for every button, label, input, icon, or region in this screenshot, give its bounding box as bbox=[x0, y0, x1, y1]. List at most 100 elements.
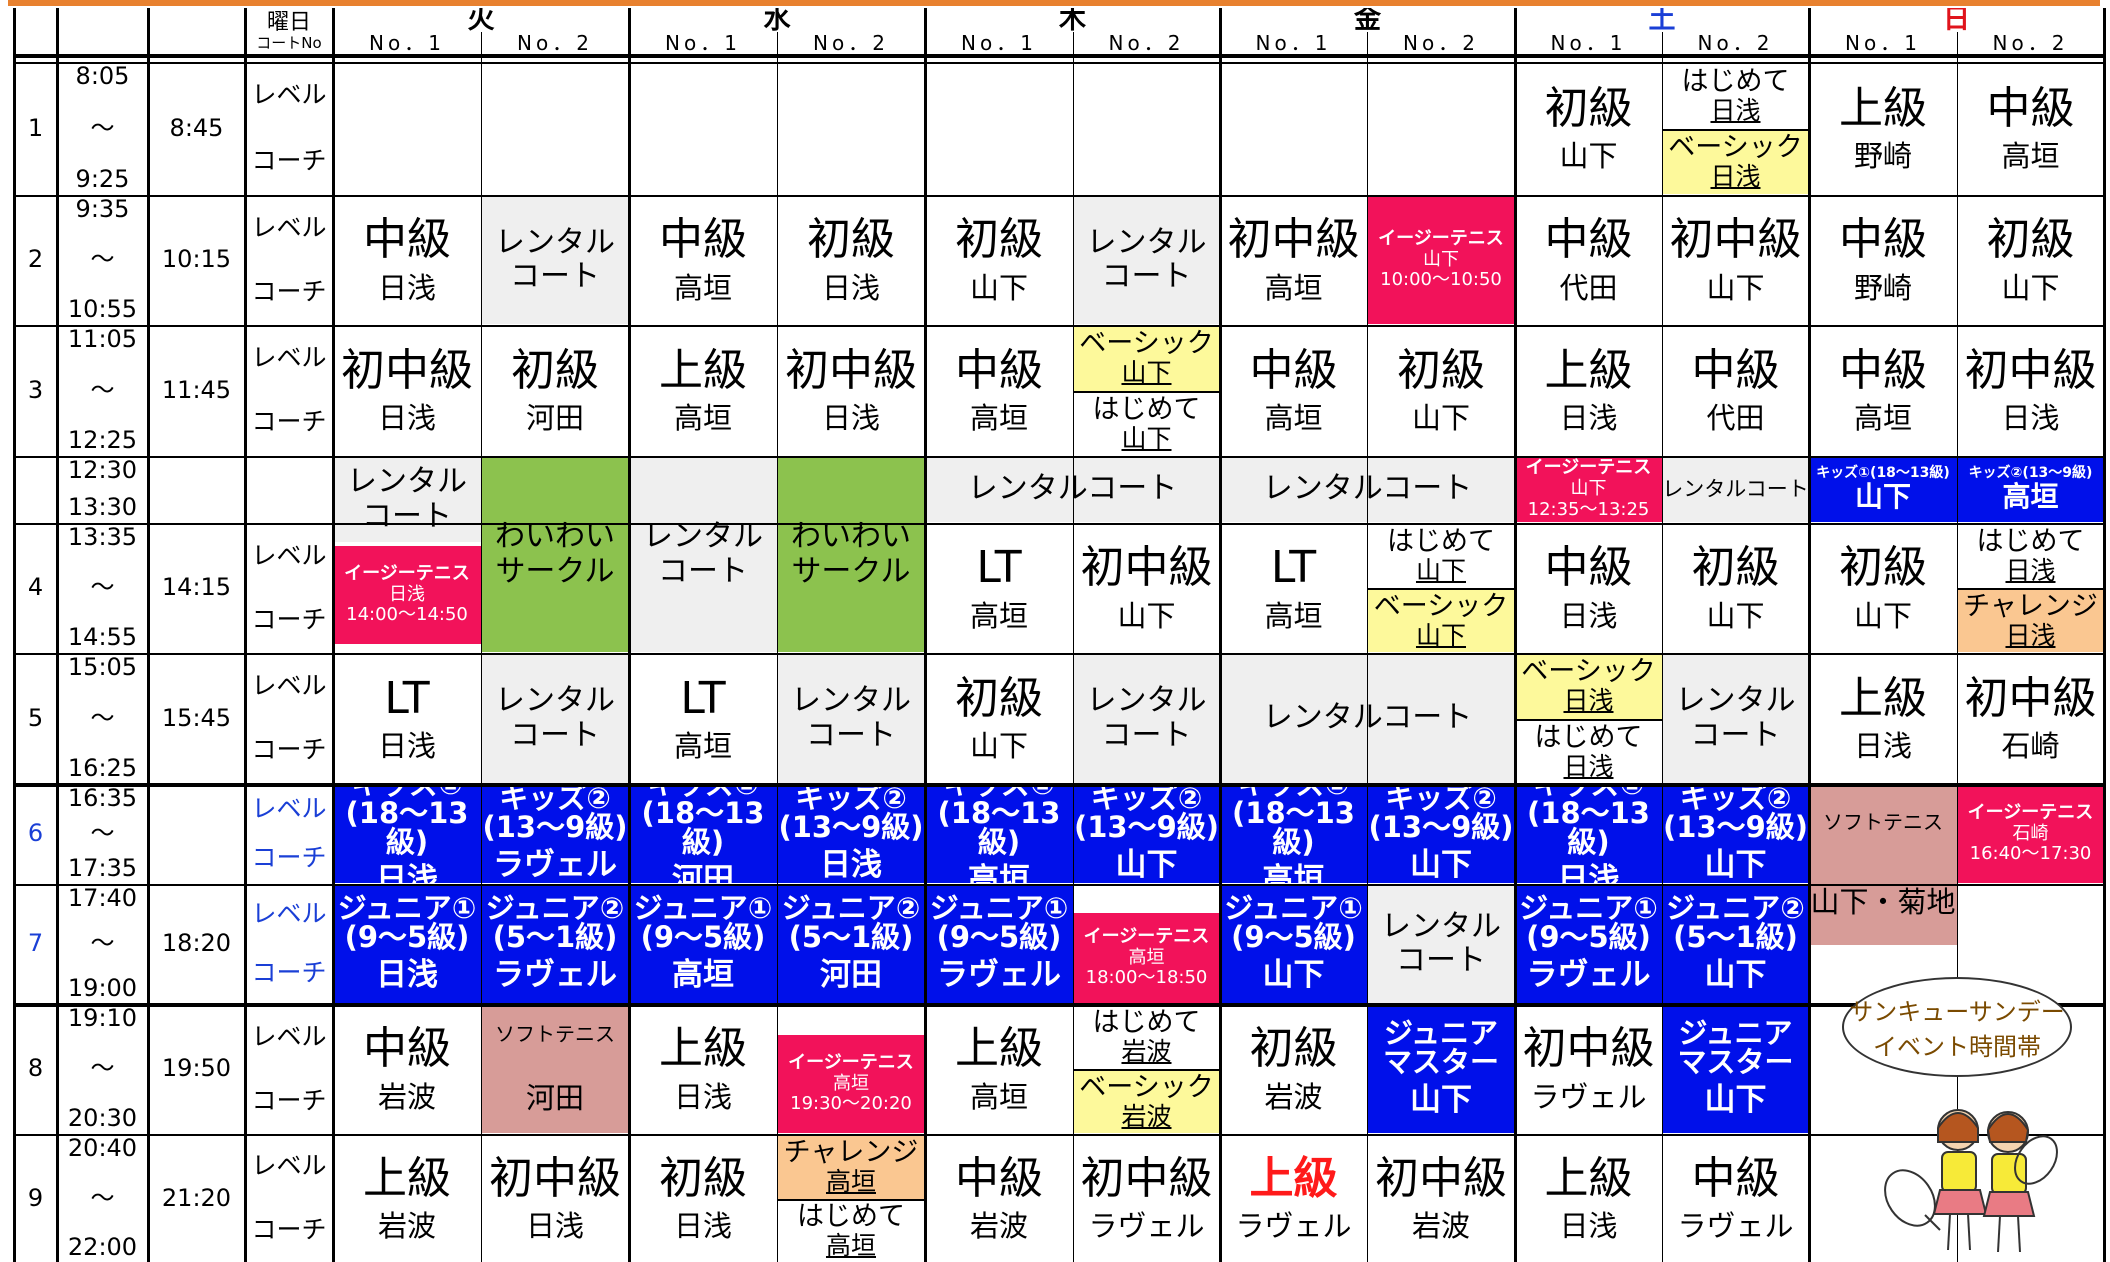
coach-name: 高垣 bbox=[968, 861, 1030, 883]
lesson-cell-p3-tue1: 初中級日浅 bbox=[333, 326, 481, 455]
lesson-cell-p1-sat1: 初級山下 bbox=[1515, 63, 1662, 194]
coach-name: 高垣 bbox=[1264, 598, 1323, 633]
tilde: ～ bbox=[90, 703, 115, 732]
rental-court-p2-thu2: レンタルコート bbox=[1073, 196, 1220, 324]
split-coach: 岩波 bbox=[1121, 1102, 1172, 1132]
split-top: はじめて日浅 bbox=[1662, 63, 1809, 129]
period-mid-time: 15:45 bbox=[148, 654, 245, 783]
level-label: レベル bbox=[251, 1151, 327, 1181]
level-coach-labels: レベルコーチ bbox=[245, 326, 333, 455]
rental-court-p5-sat2: レンタルコート bbox=[1662, 654, 1809, 783]
level-coach-labels: レベルコーチ bbox=[245, 1135, 333, 1262]
grade-range: (13～9級) bbox=[778, 810, 924, 845]
mid-time: 21:20 bbox=[161, 1183, 232, 1212]
level-text: LT bbox=[384, 672, 430, 724]
lesson-cell-p9-tue2: 初中級日浅 bbox=[481, 1135, 629, 1262]
coach-name: 山下 bbox=[1853, 598, 1912, 633]
circle-line-1: わいわい bbox=[791, 519, 911, 554]
level-text: 初中級 bbox=[1964, 344, 2097, 396]
period-number-text: 5 bbox=[27, 703, 44, 732]
court-header-2-0: No．1 bbox=[925, 32, 1073, 54]
level-text: 上級 bbox=[1249, 1152, 1338, 1204]
row-rule bbox=[14, 195, 2104, 197]
rental-line-2: コート bbox=[806, 717, 896, 753]
coach-name: 高垣 bbox=[969, 401, 1028, 436]
coach-name: 河田 bbox=[820, 957, 882, 994]
coach-name: 山下 bbox=[1854, 480, 1911, 514]
period-mid-time bbox=[148, 457, 245, 522]
lesson-cell-p2-sat1: 中級代田 bbox=[1515, 196, 1662, 324]
coach-name: 日浅 bbox=[376, 861, 438, 883]
waiwai-circle-lunch-tue2: わいわいサークル bbox=[481, 457, 629, 652]
lesson-cell-p4-sat2: 初級山下 bbox=[1662, 524, 1809, 652]
split-coach: 日浅 bbox=[1710, 162, 1761, 192]
split-title: はじめて bbox=[1092, 1007, 1201, 1039]
split-cell-p3-thu2: ベーシック山下はじめて山下 bbox=[1073, 326, 1220, 455]
lesson-cell-p2-sun1: 中級野崎 bbox=[1809, 196, 1957, 324]
coach-name: 高垣 bbox=[673, 270, 732, 305]
easy-time: 10:00～10:50 bbox=[1380, 269, 1502, 291]
split-top: はじめて山下 bbox=[1367, 524, 1515, 588]
lesson-cell-p4-sun1: 初級山下 bbox=[1809, 524, 1957, 652]
court-header-2-1: No．2 bbox=[1073, 32, 1220, 54]
period-number-text: 9 bbox=[27, 1183, 44, 1212]
split-coach: 山下 bbox=[1415, 621, 1466, 651]
grade-range: (18～13級) bbox=[1527, 795, 1650, 859]
coach-name: 代田 bbox=[1559, 270, 1618, 305]
grade-range: (9～5級) bbox=[936, 920, 1062, 955]
split-title: はじめて bbox=[797, 1201, 905, 1233]
court-number: No．2 bbox=[1992, 32, 2069, 54]
level-text: 初中級 bbox=[1522, 1023, 1655, 1075]
end-time: 19:00 bbox=[67, 974, 138, 1003]
class-name: キッズ② bbox=[1385, 785, 1497, 816]
coach-name: 高垣 bbox=[1264, 270, 1323, 305]
coach-name: 日浅 bbox=[673, 1209, 732, 1244]
rental-court-wide-lunch-thu: レンタルコート bbox=[925, 457, 1220, 522]
coach-name: 高垣 bbox=[1264, 401, 1323, 436]
column-rule bbox=[13, 8, 16, 1262]
level-coach-labels: レベルコーチ bbox=[245, 885, 333, 1003]
court-no-label: コートNo bbox=[256, 34, 322, 53]
weekday-label: 曜日 bbox=[266, 9, 311, 35]
rental-court-lunch-tue1: レンタルコート bbox=[333, 457, 481, 542]
easy-coach: 石崎 bbox=[2012, 822, 2049, 844]
kids-class-p7-sat1: ジュニア①(9～5級)ラヴェル bbox=[1515, 885, 1662, 1003]
end-time: 10:55 bbox=[67, 295, 138, 324]
grade-range: (18～13級) bbox=[345, 795, 469, 859]
lesson-cell-p8-thu1: 上級高垣 bbox=[925, 1005, 1073, 1133]
level-text: 初級 bbox=[807, 214, 895, 266]
level-text: 初級 bbox=[511, 344, 599, 396]
row-rule bbox=[14, 523, 2104, 525]
level-text: 初中級 bbox=[1080, 1152, 1213, 1204]
level-text: 上級 bbox=[1839, 672, 1927, 724]
day-name: 日 bbox=[1943, 8, 1970, 32]
kids-class-p7-wed1: ジュニア①(9～5級)高垣 bbox=[629, 885, 777, 1003]
grade-range: (18～13級) bbox=[641, 795, 765, 859]
level-text: 初中級 bbox=[785, 344, 917, 396]
coach-name: 野崎 bbox=[1853, 139, 1912, 174]
end-time: 20:30 bbox=[67, 1104, 138, 1133]
end-time: 13:30 bbox=[67, 493, 138, 522]
grade-range: (9～5級) bbox=[640, 920, 766, 955]
day-name: 木 bbox=[1059, 8, 1086, 32]
coach-name: 石崎 bbox=[2001, 729, 2060, 764]
grade-range: (5～1級) bbox=[788, 920, 914, 955]
coach-name: 山下 bbox=[1559, 139, 1618, 174]
coach-label: コーチ bbox=[251, 604, 327, 634]
level-text: 初級 bbox=[1691, 542, 1780, 594]
column-rule bbox=[147, 8, 150, 1262]
split-title: はじめて bbox=[1976, 526, 2085, 558]
split-top: ベーシック山下 bbox=[1073, 326, 1220, 391]
easy-time: 19:30～20:20 bbox=[790, 1093, 912, 1115]
rental-line-2: コート bbox=[658, 553, 748, 589]
court-header-4-0: No．1 bbox=[1515, 32, 1662, 54]
junior-master-p8-fri2: ジュニアマスター山下 bbox=[1367, 1005, 1515, 1133]
grade-range: (13～9級) bbox=[1662, 810, 1809, 845]
split-title: ベーシック bbox=[1373, 591, 1509, 623]
start-time: 8:05 bbox=[75, 63, 130, 90]
kids-class-p7-fri1: ジュニア①(9～5級)山下 bbox=[1220, 885, 1367, 1003]
court-rule bbox=[1957, 32, 1958, 1262]
split-bottom: はじめて高垣 bbox=[777, 1198, 925, 1262]
lesson-cell-p2-tue1: 中級日浅 bbox=[333, 196, 481, 324]
